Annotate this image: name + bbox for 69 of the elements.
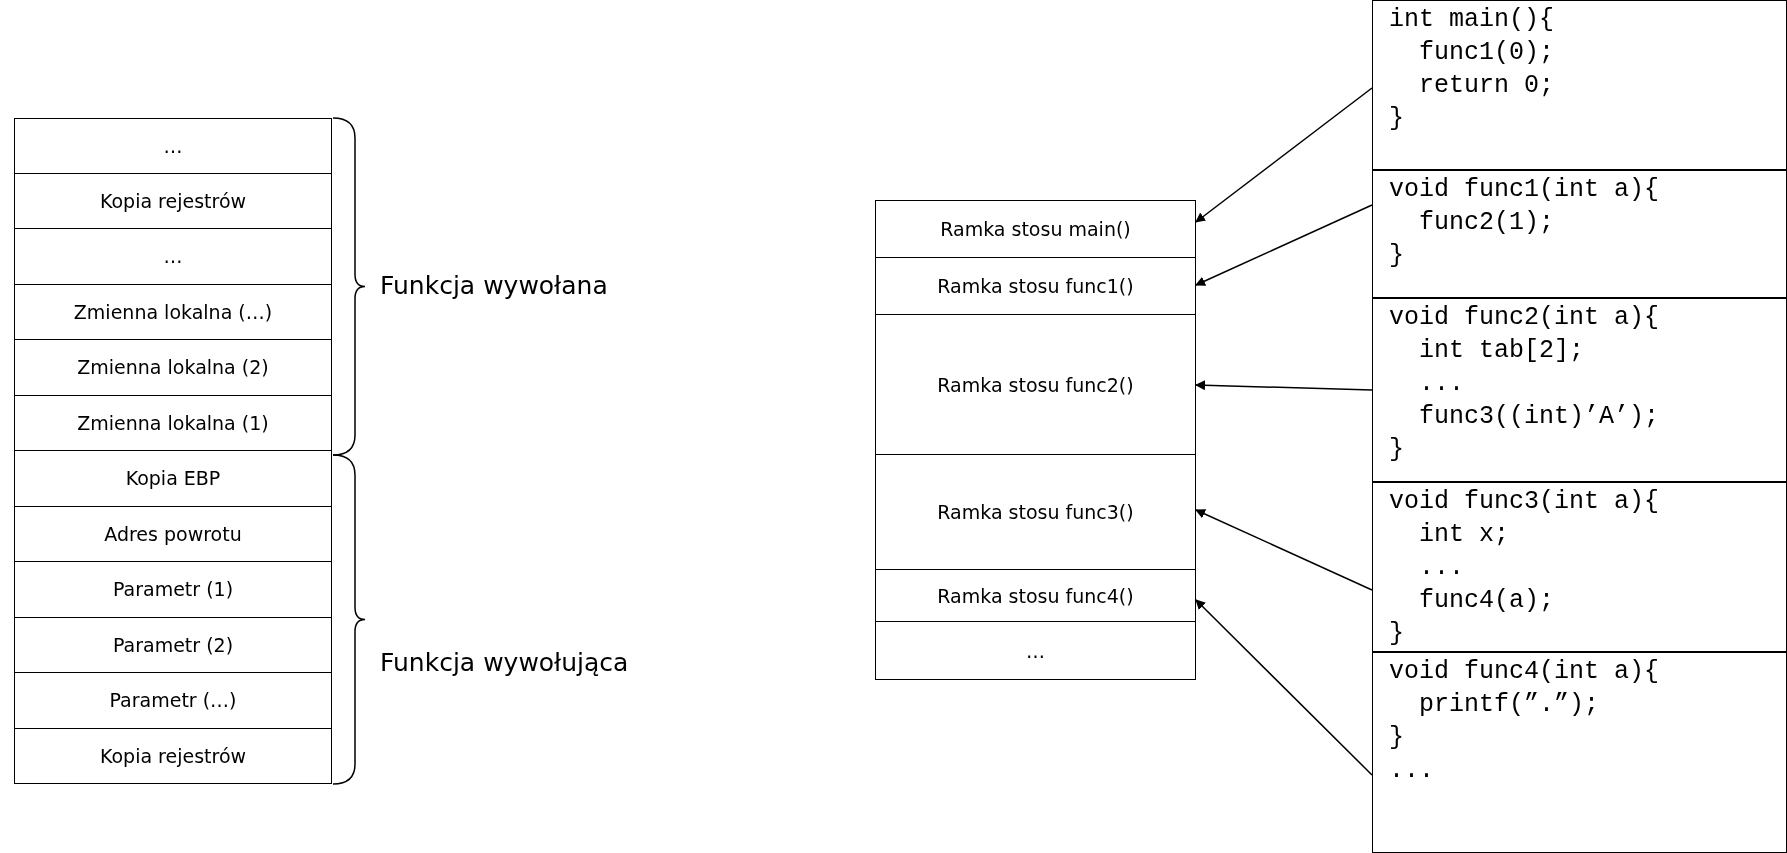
cell-text: …: [163, 134, 183, 157]
code-line: return 0;: [1418, 70, 1556, 102]
arrow: [1195, 599, 1373, 776]
stack-cell: [14, 617, 332, 673]
stack-frame: [875, 315, 1196, 455]
arrow: [1195, 509, 1373, 591]
stack-frame: [875, 200, 1196, 258]
bracket-label: Funkcja wywołująca: [380, 648, 629, 677]
code-box: [1372, 0, 1787, 170]
stack-frame: [875, 622, 1196, 680]
arrow: [1195, 204, 1373, 286]
code-line: int x;: [1418, 519, 1510, 551]
code-line: void func3(int a){: [1389, 486, 1661, 518]
cell-text: Ramka stosu func3(): [937, 501, 1134, 523]
stack-frame: [875, 570, 1196, 622]
cell-text: Ramka stosu func2(): [937, 373, 1134, 396]
stack-cell: [14, 340, 332, 396]
stack-cell: [14, 673, 332, 729]
arrow: [1195, 87, 1373, 223]
code-line: ...: [1418, 368, 1465, 400]
code-line: func4(a);: [1418, 585, 1556, 617]
code-line: int tab[2];: [1418, 335, 1586, 367]
cell-text: …: [1026, 639, 1045, 662]
code-line: int main(){: [1389, 4, 1556, 36]
stack-cell: [14, 728, 332, 784]
cell-text: Parametr (1): [112, 578, 234, 601]
code-line: }: [1389, 103, 1405, 135]
cell-text: Parametr (…): [109, 689, 237, 712]
stack-cell: [14, 395, 332, 451]
cell-text: Zmienna lokalna (2): [77, 356, 269, 379]
cell-text: Ramka stosu func4(): [937, 584, 1134, 607]
cell-text: Ramka stosu main(): [940, 218, 1131, 240]
code-line: func1(0);: [1418, 37, 1556, 69]
cell-text: Zmienna lokalna (1): [77, 411, 269, 434]
code-line: void func2(int a){: [1389, 302, 1661, 334]
stack-cell: [14, 173, 332, 229]
cell-text: Adres powrotu: [104, 522, 242, 545]
cell-text: Parametr (2): [112, 633, 234, 656]
code-line: func3((int)’A’);: [1418, 401, 1661, 433]
code-line: func2(1);: [1418, 207, 1556, 239]
cell-text: Kopia rejestrów: [99, 189, 247, 212]
cell-text: Kopia rejestrów: [99, 744, 247, 767]
code-line: ...: [1389, 755, 1435, 787]
stack-cell: [14, 284, 332, 340]
bracket-label: Funkcja wywołana: [380, 271, 608, 300]
cell-text: Kopia EBP: [125, 467, 221, 490]
cell-text: …: [163, 245, 183, 268]
arrow: [1195, 380, 1373, 391]
stack-cell: [14, 562, 332, 618]
code-box: [1372, 652, 1787, 853]
code-box: [1372, 298, 1787, 482]
code-line: printf(”.”);: [1418, 689, 1601, 721]
code-line: void func1(int a){: [1389, 174, 1661, 206]
stack-cell: [14, 506, 332, 562]
code-box: [1372, 170, 1787, 298]
stack-frame: [875, 455, 1196, 570]
stack-cell: [14, 229, 332, 285]
stack-cell: [14, 451, 332, 507]
code-line: }: [1389, 240, 1405, 272]
stack-frame: [875, 258, 1196, 315]
cell-text: Ramka stosu func1(): [937, 275, 1134, 297]
cell-text: Zmienna lokalna (…): [73, 300, 273, 323]
code-line: }: [1389, 434, 1405, 466]
stack-cell: [14, 118, 332, 174]
code-line: ...: [1418, 552, 1465, 584]
code-box: [1372, 482, 1787, 652]
code-line: }: [1389, 722, 1405, 754]
code-line: void func4(int a){: [1389, 656, 1661, 688]
code-line: }: [1389, 618, 1405, 650]
